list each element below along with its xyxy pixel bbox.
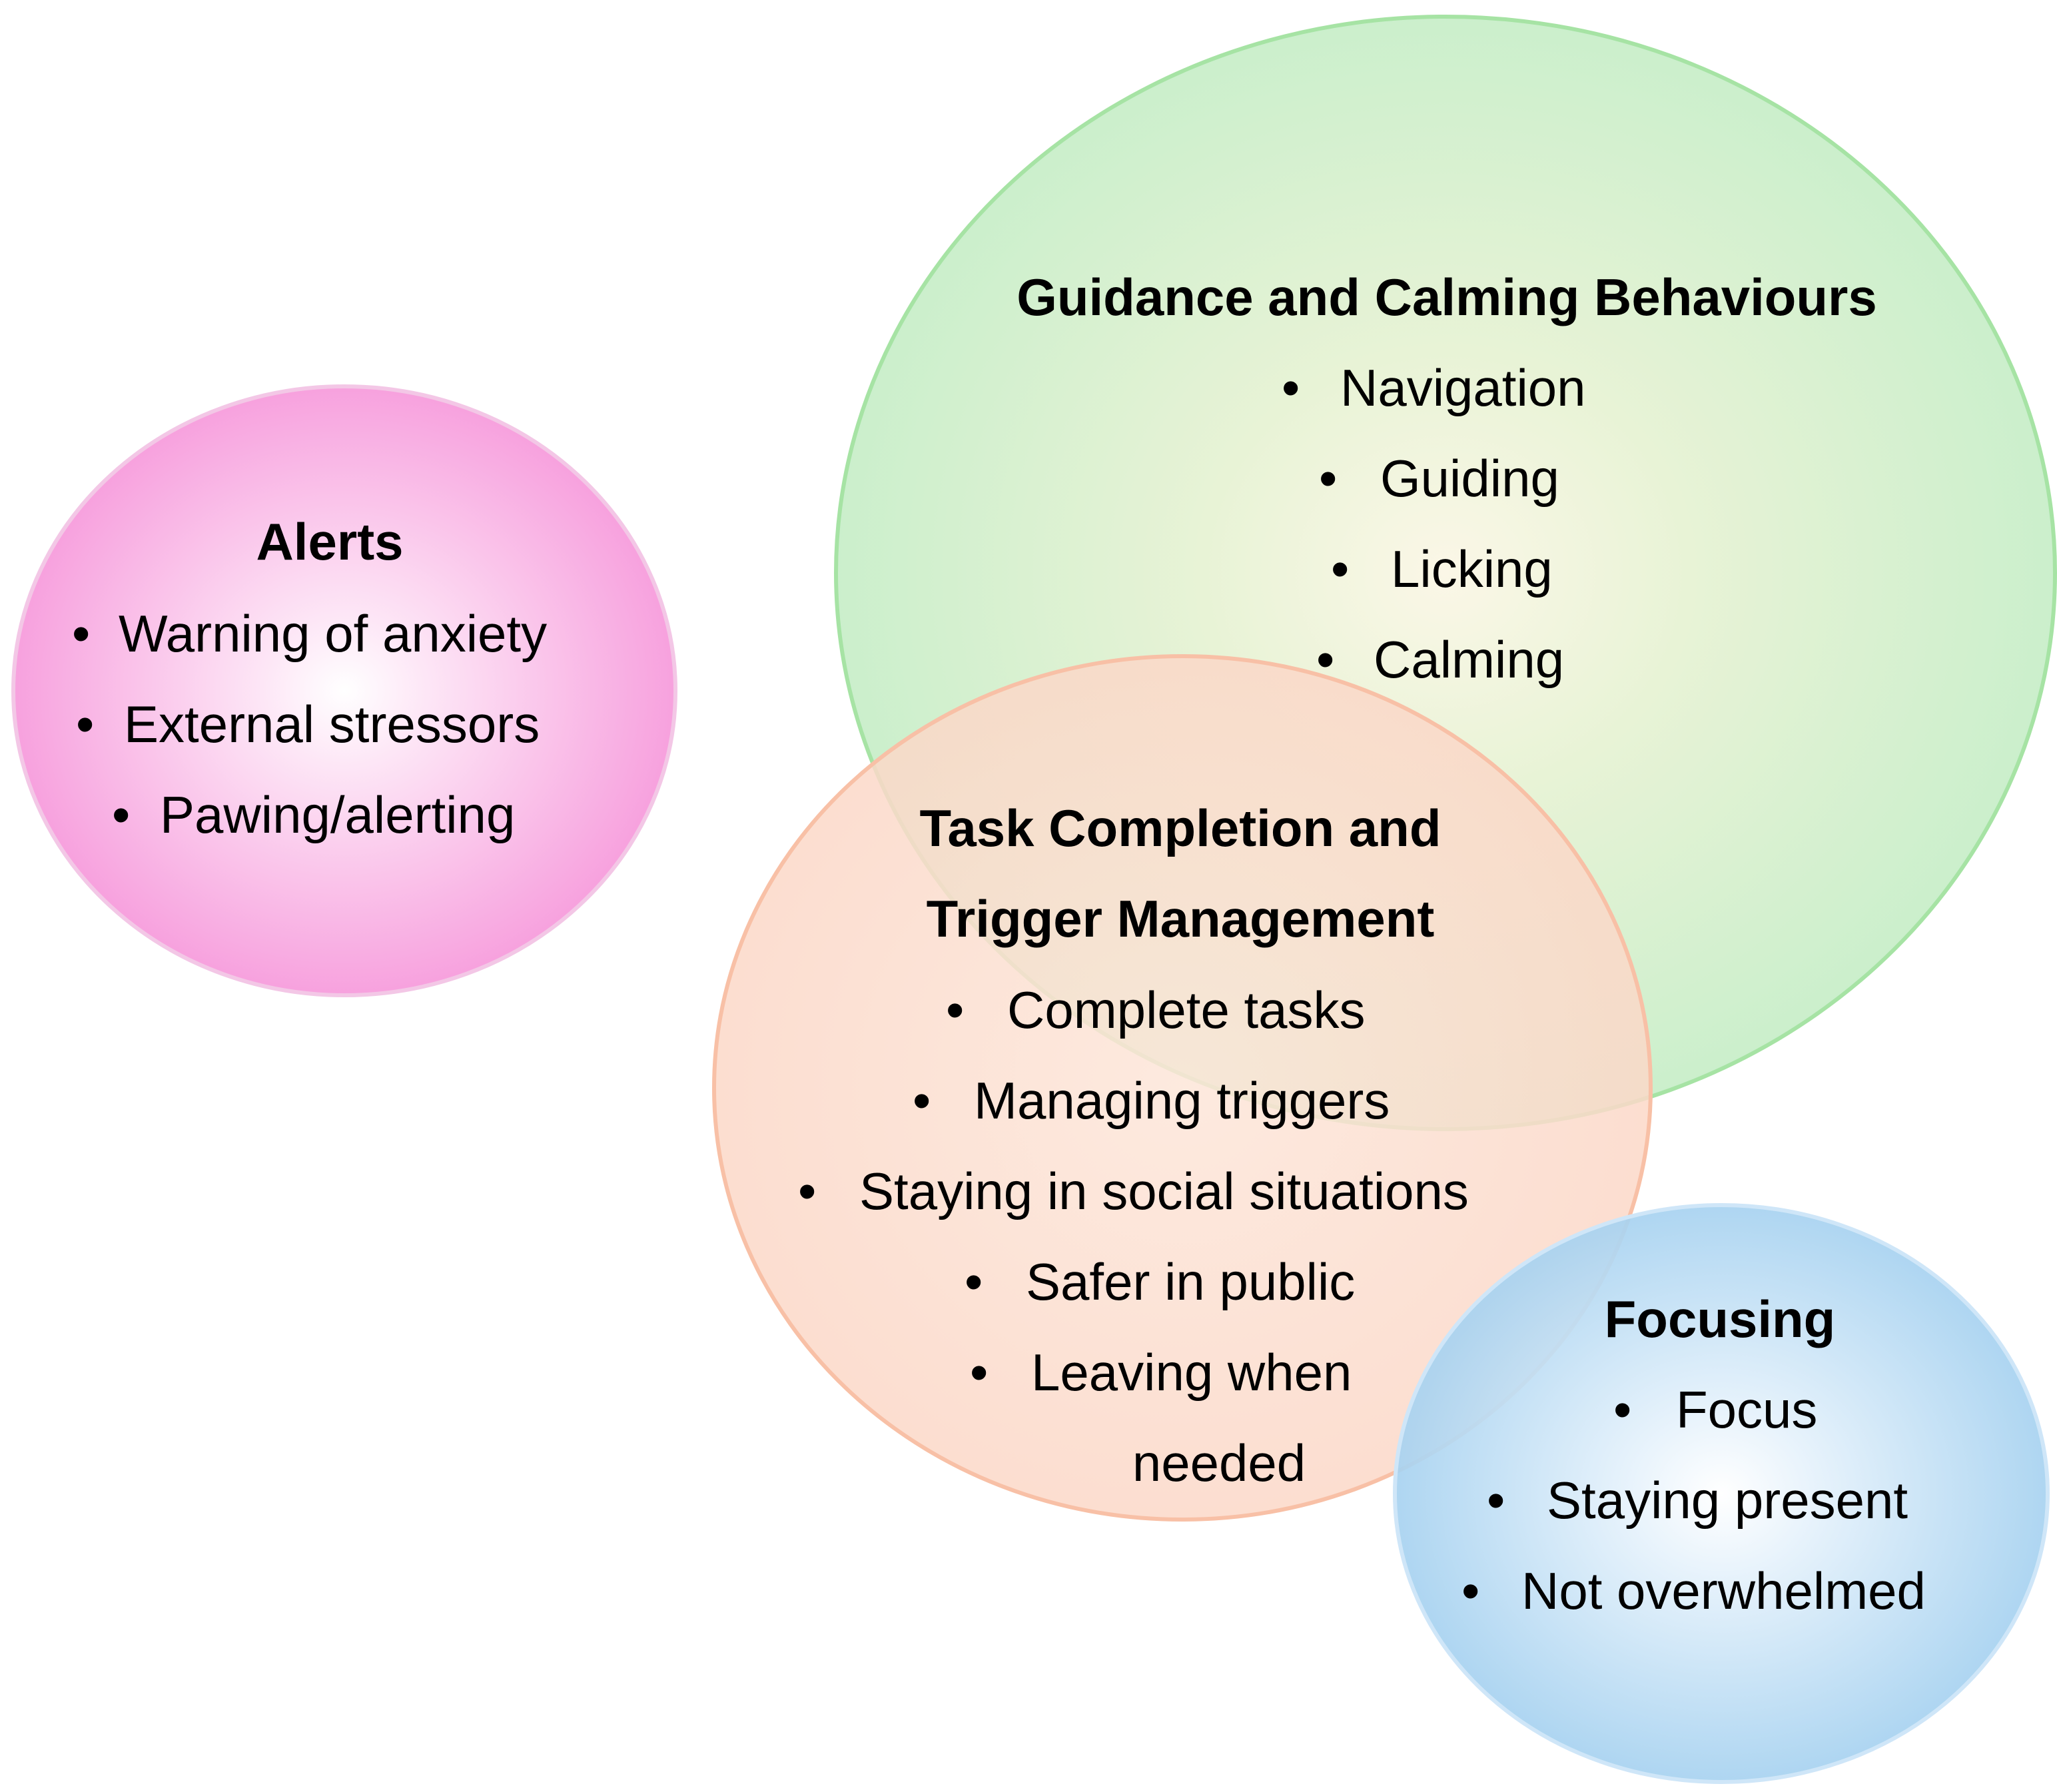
bullet-icon: •: [76, 695, 94, 753]
alerts-item: Warning of anxiety: [119, 604, 547, 663]
alerts-list: • Warning of anxiety • External stressor…: [72, 604, 547, 844]
bullet-icon: •: [1282, 358, 1300, 417]
bullet-icon: •: [112, 785, 130, 844]
bullet-icon: •: [1613, 1380, 1631, 1439]
guidance-item: Guiding: [1380, 449, 1559, 508]
focusing-circle: Focusing • Focus • Staying present • Not…: [1393, 1203, 2050, 1784]
alerts-title: Alerts: [256, 512, 403, 571]
task-item: Safer in public: [1026, 1252, 1355, 1311]
alerts-shape: [11, 384, 677, 997]
bullet-icon: •: [798, 1162, 816, 1220]
bullet-icon: •: [946, 981, 964, 1039]
guidance-item: Calming: [1374, 630, 1564, 689]
focusing-item: Focus: [1676, 1380, 1817, 1439]
focusing-item: Staying present: [1547, 1471, 1908, 1530]
bullet-icon: •: [1319, 449, 1337, 508]
bullet-icon: •: [913, 1071, 931, 1130]
task-item: Leaving when: [1031, 1343, 1352, 1402]
alerts-item: Pawing/alerting: [160, 785, 515, 844]
task-circle: Task Completion and Trigger Management •…: [712, 654, 1653, 1522]
focusing-shape: [1393, 1203, 2050, 1784]
task-item: Staying in social situations: [859, 1162, 1469, 1220]
task-title: Task Completion and: [920, 799, 1441, 857]
focusing-list: • Focus • Staying present • Not overwhel…: [1461, 1380, 1926, 1620]
bullet-icon: •: [1487, 1471, 1505, 1530]
guidance-item: Licking: [1391, 540, 1553, 598]
bullet-icon: •: [1461, 1562, 1479, 1620]
task-list: • Complete tasks • Managing triggers • S…: [798, 981, 1469, 1492]
task-item: Managing triggers: [974, 1071, 1390, 1130]
task-shape: [712, 654, 1653, 1522]
bullet-icon: •: [965, 1252, 983, 1311]
bullet-icon: •: [72, 604, 90, 663]
bullet-icon: •: [970, 1343, 988, 1402]
focusing-item: Not overwhelmed: [1521, 1562, 1926, 1620]
bullet-icon: •: [1331, 540, 1349, 598]
task-item: needed: [1132, 1434, 1306, 1492]
alerts-item: External stressors: [124, 695, 540, 753]
alerts-circle: Alerts • Warning of anxiety • External s…: [11, 384, 677, 997]
guidance-item: Navigation: [1340, 358, 1586, 417]
focusing-title: Focusing: [1605, 1290, 1836, 1348]
guidance-title: Guidance and Calming Behaviours: [1017, 268, 1877, 326]
task-item: Complete tasks: [1007, 981, 1366, 1039]
guidance-list: • Navigation • Guiding • Licking • Calmi…: [1282, 358, 1586, 689]
task-title: Trigger Management: [927, 889, 1435, 948]
